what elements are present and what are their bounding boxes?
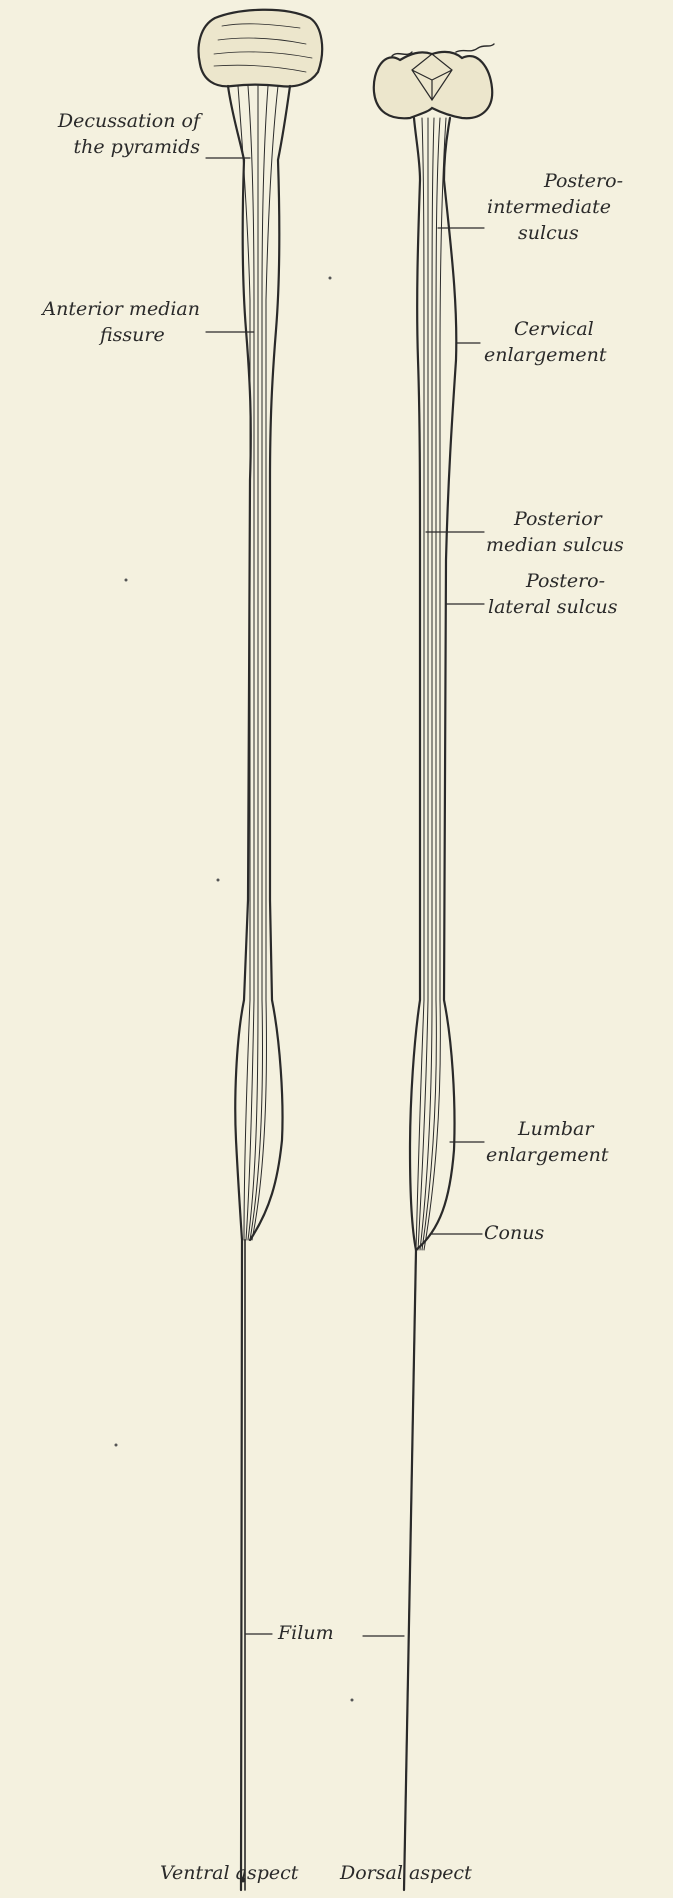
label-decussation-line2: the pyramids [74, 136, 200, 158]
dorsal-medulla-top [374, 52, 492, 118]
label-postero-intermediate-line3: sulcus [518, 222, 579, 244]
label-lumbar-line1: Lumbar [518, 1118, 593, 1140]
label-anterior-median-line1: Anterior median [42, 298, 200, 320]
label-anterior-median-line2: fissure [100, 324, 165, 346]
ventral-cord-inner-lines [238, 86, 278, 1240]
label-postero-lateral-line2: lateral sulcus [488, 596, 618, 618]
label-decussation-line1: Decussation of [58, 110, 200, 132]
ventral-cord-outline [228, 86, 251, 1890]
label-lumbar-line2: enlargement [486, 1144, 609, 1166]
label-cervical-line1: Cervical [514, 318, 594, 340]
paper-specks [115, 277, 354, 1702]
caption-ventral-aspect: Ventral aspect [160, 1862, 298, 1884]
dorsal-cord-outline [404, 118, 420, 1890]
label-posterior-median-line1: Posterior [514, 508, 602, 530]
dorsal-specimen [374, 44, 494, 1890]
caption-dorsal-aspect: Dorsal aspect [340, 1862, 472, 1884]
label-postero-lateral-line1: Postero- [526, 570, 605, 592]
label-postero-intermediate-line2: intermediate [487, 196, 611, 218]
label-filum: Filum [278, 1622, 334, 1644]
ventral-specimen [199, 10, 323, 1890]
label-postero-intermediate-line1: Postero- [544, 170, 623, 192]
label-cervical-line2: enlargement [484, 344, 607, 366]
label-posterior-median-line2: median sulcus [486, 534, 624, 556]
ventral-pons [199, 10, 323, 87]
label-conus: Conus [484, 1222, 544, 1244]
